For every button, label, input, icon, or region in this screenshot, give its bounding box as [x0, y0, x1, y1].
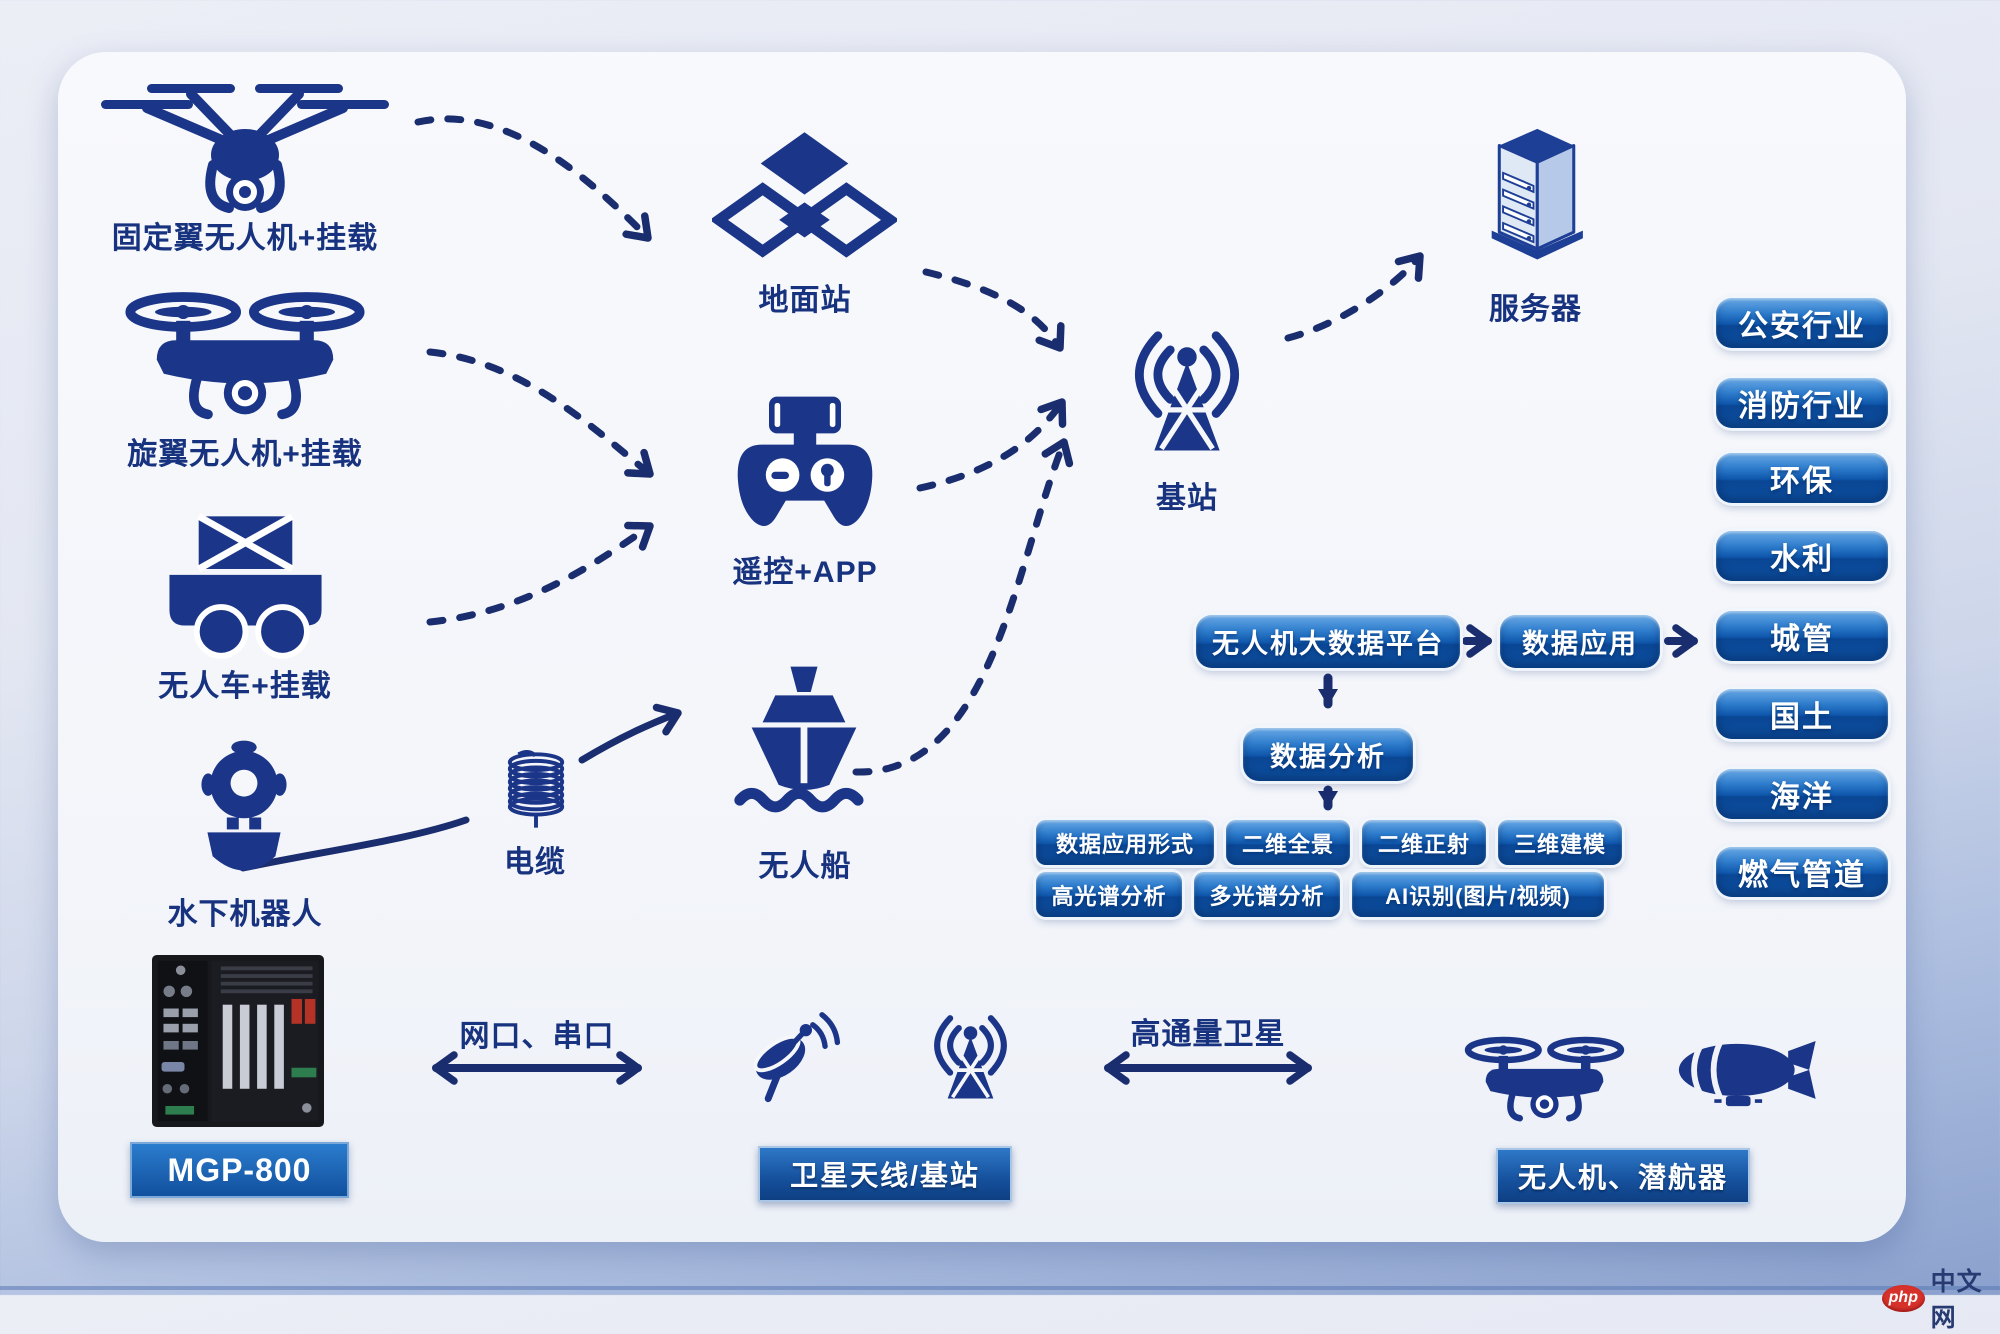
unmanned-vehicle-label: 无人车+挂载: [158, 670, 332, 703]
unmanned-ship-icon: [728, 660, 880, 838]
unmanned-vehicle-icon: [148, 512, 343, 664]
arrow-remote-to-basestation: [916, 398, 1067, 492]
mgp-plate: MGP-800: [130, 1142, 349, 1198]
hts-label: 高通量卫星: [1130, 1018, 1286, 1051]
blimp-icon: [1668, 1035, 1820, 1115]
remote-controller-icon: [725, 390, 885, 540]
arrow-fixedwing-to-groundstation: [414, 115, 652, 242]
industry-button-police[interactable]: 公安行业: [1716, 298, 1888, 348]
unmanned-ship-label: 无人船: [758, 850, 852, 883]
base-station-label: 基站: [1156, 482, 1218, 515]
underwater-robot-icon: [188, 738, 300, 888]
arrow-ship-to-basestation: [852, 438, 1074, 776]
data-app-form-button[interactable]: 数据应用形式: [1036, 820, 1214, 865]
industry-button-city[interactable]: 城管: [1716, 611, 1888, 661]
server-label: 服务器: [1489, 293, 1582, 326]
rotor-drone-label: 旋翼无人机+挂载: [127, 438, 363, 471]
connector-arrows-layer: [239, 115, 1698, 1085]
ai-recognition-button[interactable]: AI识别(图片/视频): [1352, 872, 1604, 917]
watermark-text: 中文网: [1930, 1268, 1983, 1332]
platform-button[interactable]: 无人机大数据平台: [1196, 615, 1460, 668]
underwater-robot-label: 水下机器人: [167, 898, 323, 931]
cable-coil-icon: [500, 742, 572, 838]
industry-button-water[interactable]: 水利: [1716, 531, 1888, 581]
industry-button-gas[interactable]: 燃气管道: [1716, 847, 1888, 897]
uav-submersible-plate: 无人机、潜航器: [1496, 1148, 1750, 1204]
bottom-divider: [0, 1286, 2000, 1290]
fixed-wing-label: 固定翼无人机+挂载: [111, 222, 379, 255]
ground-station-label: 地面站: [758, 284, 852, 317]
rotor-drone-icon: [105, 282, 385, 432]
satellite-tower-icon: [918, 1005, 1023, 1113]
mgp-computer-image: [152, 955, 324, 1127]
satellite-dish-icon: [742, 1005, 842, 1113]
base-station-icon: [1112, 320, 1262, 468]
server-icon: [1478, 112, 1592, 287]
panorama-2d-button[interactable]: 二维全景: [1226, 820, 1350, 865]
ortho-2d-button[interactable]: 二维正射: [1362, 820, 1486, 865]
ground-station-icon: [712, 128, 897, 270]
data-analysis-button[interactable]: 数据分析: [1243, 728, 1413, 781]
industry-button-environment[interactable]: 环保: [1716, 453, 1888, 503]
line-underwater-to-cable: [239, 816, 470, 872]
arrow-groundstation-to-basestation: [922, 268, 1065, 352]
hyperspectral-button[interactable]: 高光谱分析: [1036, 872, 1182, 917]
fixed-wing-drone-icon: [95, 70, 395, 220]
arrow-cable-to-ship: [578, 703, 682, 764]
net-serial-label: 网口、串口: [459, 1020, 615, 1053]
arrow-rotor-to-remote: [426, 348, 654, 478]
cable-label: 电缆: [504, 846, 566, 879]
data-app-button[interactable]: 数据应用: [1500, 615, 1660, 668]
industry-button-fire[interactable]: 消防行业: [1716, 378, 1888, 428]
remote-controller-label: 遥控+APP: [732, 556, 878, 589]
watermark: php 中文网: [1882, 1262, 2000, 1334]
industry-button-ocean[interactable]: 海洋: [1716, 769, 1888, 819]
multispectral-button[interactable]: 多光谱分析: [1194, 872, 1340, 917]
model-3d-button[interactable]: 三维建模: [1498, 820, 1622, 865]
drone-bottom-icon: [1462, 1030, 1627, 1130]
arrow-ugv-to-remote: [426, 521, 654, 626]
industry-button-land[interactable]: 国土: [1716, 689, 1888, 739]
satellite-antenna-plate: 卫星天线/基站: [758, 1146, 1012, 1202]
php-logo-icon: php: [1882, 1284, 1925, 1312]
arrow-basestation-to-server: [1284, 252, 1424, 342]
